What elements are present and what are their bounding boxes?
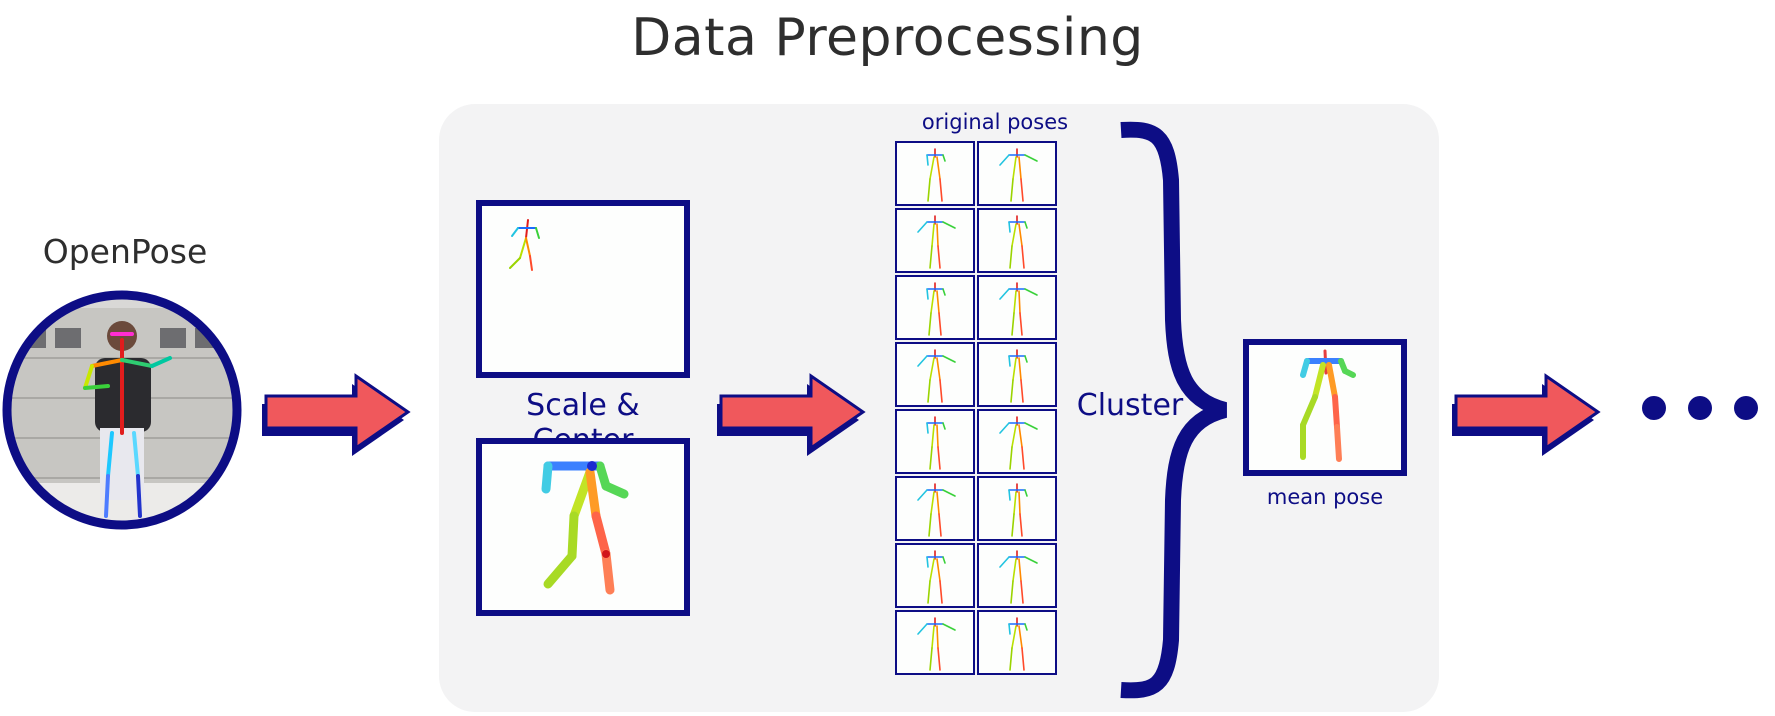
unscaled-pose-frame: [476, 200, 690, 378]
skeleton-icon: [917, 215, 956, 269]
skeleton-icon: [1008, 215, 1028, 269]
original-poses-grid: [895, 141, 1059, 676]
original-pose-thumbnail: [895, 409, 975, 474]
skeleton-icon: [917, 483, 956, 537]
arrow-right-icon: [1452, 373, 1601, 456]
skeleton-icon: [1300, 349, 1356, 462]
skeleton-icon: [1008, 349, 1028, 403]
scaled-pose-frame: [476, 438, 690, 616]
skeleton-icon: [999, 550, 1038, 604]
skeleton-icon: [926, 148, 946, 202]
original-pose-thumbnail: [977, 476, 1057, 541]
arrow-right-icon: [717, 373, 866, 456]
skeleton-icon: [999, 416, 1038, 470]
original-pose-thumbnail: [977, 275, 1057, 340]
cluster-label: Cluster: [1076, 388, 1184, 423]
openpose-label: OpenPose: [42, 232, 208, 271]
skeleton-icon: [926, 282, 946, 336]
original-pose-thumbnail: [895, 543, 975, 608]
skeleton-icon: [917, 617, 956, 671]
skeleton-icon: [1008, 617, 1028, 671]
original-poses-label: original poses: [921, 110, 1069, 134]
curly-brace-icon: [1120, 121, 1228, 699]
skeleton-icon: [541, 461, 629, 595]
arrow-right-icon: [262, 373, 411, 456]
original-pose-thumbnail: [895, 208, 975, 273]
original-pose-thumbnail: [977, 342, 1057, 407]
original-pose-thumbnail: [895, 610, 975, 675]
skeleton-icon: [509, 219, 540, 271]
original-pose-thumbnail: [977, 409, 1057, 474]
original-pose-thumbnail: [977, 610, 1057, 675]
skeleton-icon: [926, 550, 946, 604]
original-pose-thumbnail: [977, 141, 1057, 206]
ellipsis-dots-icon: [1642, 396, 1758, 420]
skeleton-icon: [999, 282, 1038, 336]
original-pose-thumbnail: [977, 208, 1057, 273]
page-title: Data Preprocessing: [631, 8, 1144, 68]
skeleton-icon: [1008, 483, 1028, 537]
mean-pose-frame: [1243, 339, 1407, 476]
skeleton-icon: [926, 416, 946, 470]
skeleton-icon: [999, 148, 1038, 202]
original-pose-thumbnail: [977, 543, 1057, 608]
original-pose-thumbnail: [895, 141, 975, 206]
original-pose-thumbnail: [895, 342, 975, 407]
skeleton-icon: [917, 349, 956, 403]
mean-pose-label: mean pose: [1266, 485, 1384, 509]
openpose-photo: [2, 290, 242, 530]
original-pose-thumbnail: [895, 275, 975, 340]
original-pose-thumbnail: [895, 476, 975, 541]
